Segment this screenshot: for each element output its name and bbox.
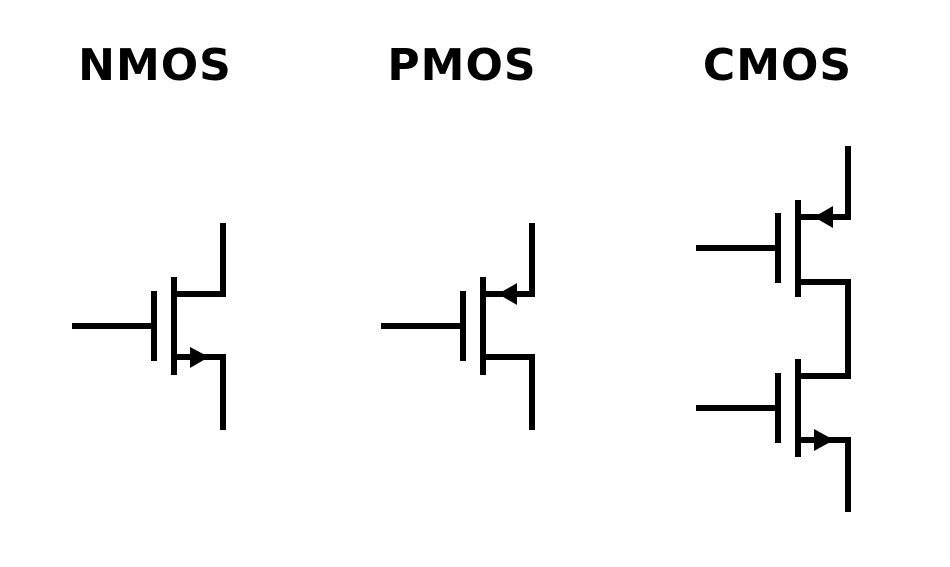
cmos-symbol: [696, 146, 851, 512]
nmos-symbol: [72, 223, 226, 430]
nmos-drain: [174, 223, 226, 297]
cmos-panel: CMOS: [665, 0, 890, 567]
nmos-panel: NMOS: [40, 0, 270, 567]
cmos-title: CMOS: [702, 40, 853, 91]
pmos-panel: PMOS: [347, 0, 577, 567]
pmos-title: PMOS: [387, 40, 537, 91]
cmos-pmos-arrow-icon: [814, 206, 833, 228]
cmos-nmos-arrow-icon: [814, 429, 834, 451]
nmos-title: NMOS: [78, 40, 232, 91]
pmos-arrow-icon: [498, 283, 517, 305]
nmos-arrow-icon: [190, 347, 209, 368]
pmos-symbol: [381, 223, 535, 430]
cmos-output-link: [798, 279, 851, 379]
pmos-drain: [483, 354, 535, 430]
